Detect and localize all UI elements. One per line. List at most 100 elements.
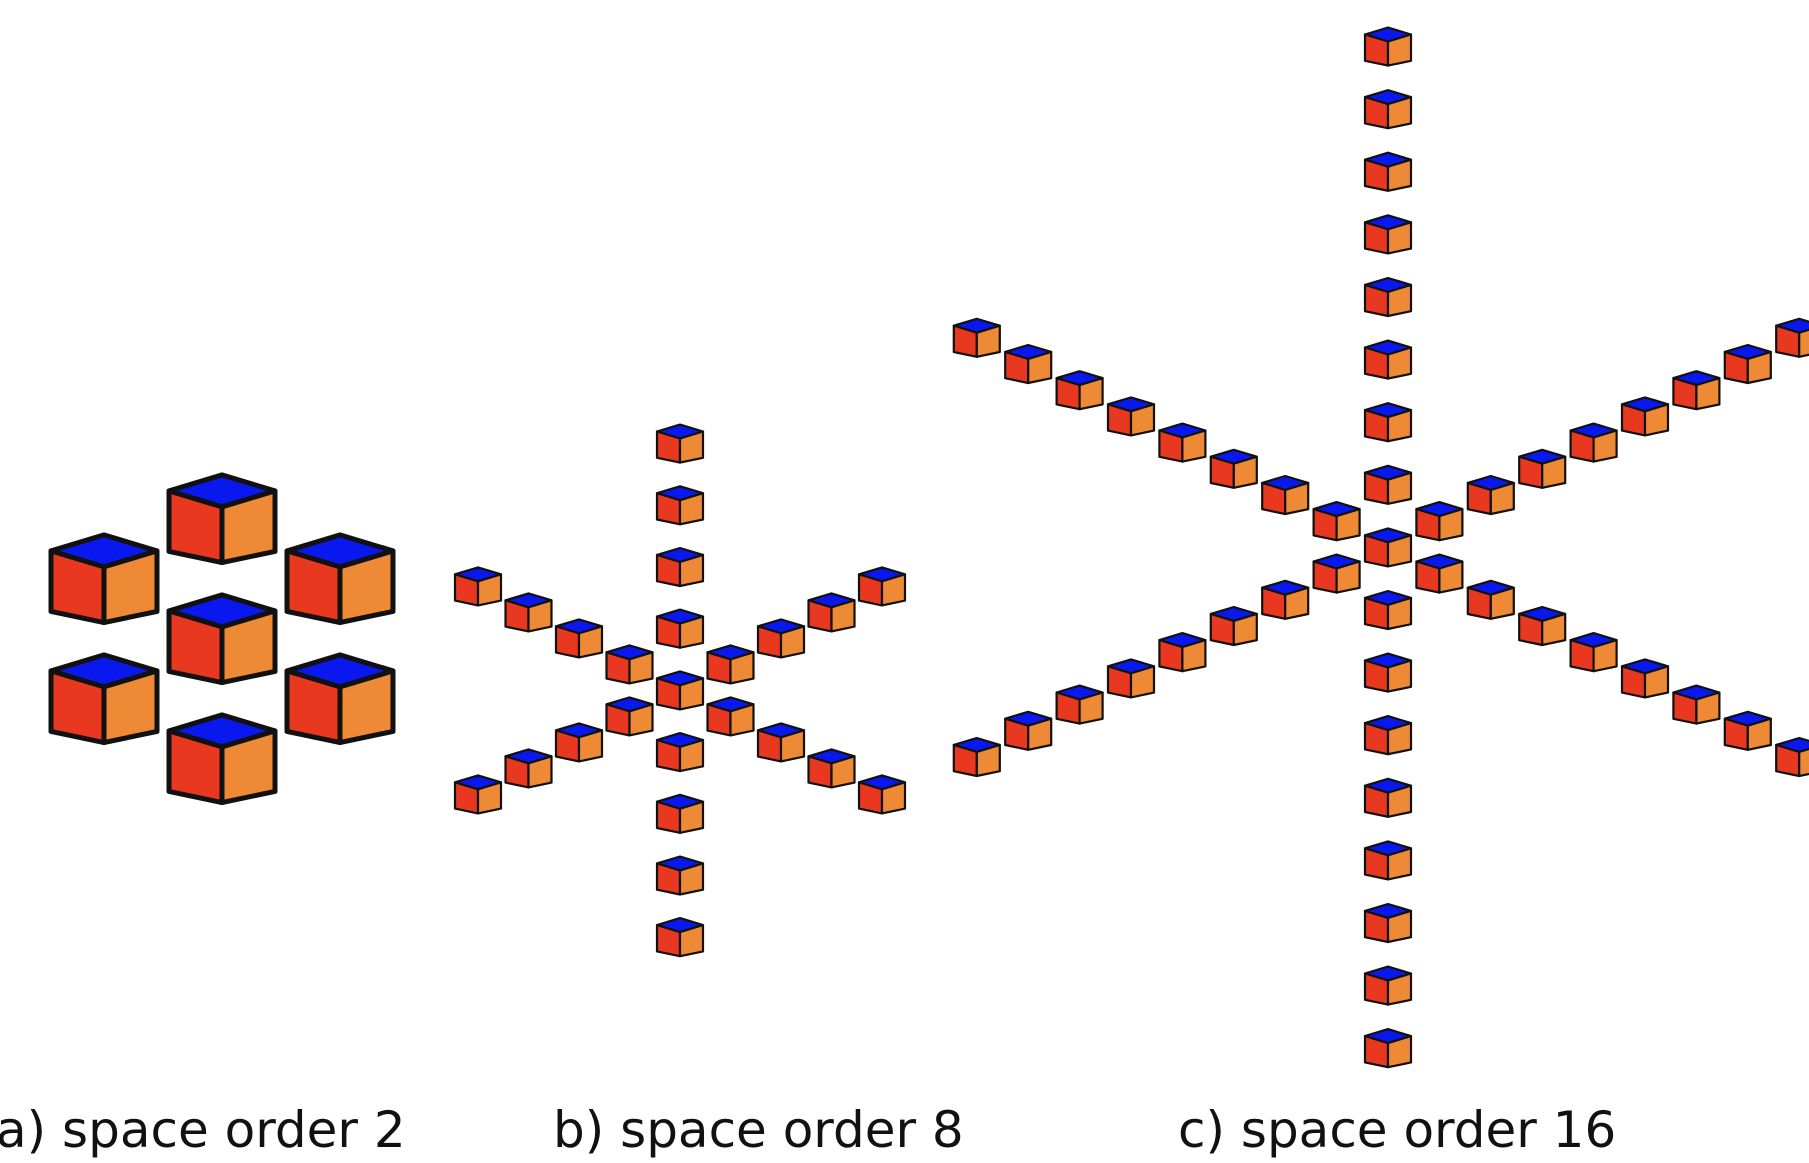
stencil-point-24	[1363, 527, 1413, 568]
stencil-point-1	[1363, 89, 1413, 130]
stencil-point-17	[1209, 448, 1258, 489]
cube-right-face	[729, 651, 755, 685]
cube-right-face	[1335, 508, 1361, 542]
stencil-point-29	[1363, 589, 1413, 631]
stencil-point-0	[166, 472, 278, 566]
cube-right-face	[1078, 377, 1104, 411]
cube-right-face	[219, 728, 278, 806]
stencil-point-2	[1363, 151, 1413, 192]
cube-right-face	[1027, 350, 1053, 385]
stencil-point-37	[1672, 684, 1721, 725]
stencil-point-6	[1775, 317, 1809, 358]
stencil-point-9	[1723, 343, 1772, 385]
cube-right-face	[1078, 691, 1104, 725]
stencil-point-5	[952, 317, 1001, 358]
stencil-point-32	[1569, 631, 1618, 673]
stencil-point-4	[857, 566, 907, 607]
stencil-point-47	[1363, 965, 1413, 1006]
stencil-point-27	[1466, 579, 1515, 620]
stencil-point-33	[1158, 631, 1207, 673]
cube-right-face	[1232, 455, 1258, 489]
cube-right-face	[1643, 403, 1670, 437]
caption-c: c) space order 16	[1178, 1101, 1617, 1159]
cube-right-face	[880, 573, 907, 607]
cube-right-face	[729, 703, 755, 737]
stencil-point-35	[1620, 658, 1670, 699]
stencil-point-12	[1106, 396, 1156, 437]
stencil-point-5	[504, 592, 553, 633]
stencil-point-15	[756, 722, 806, 763]
cube-right-face	[1386, 1034, 1413, 1069]
cube-right-face	[678, 430, 705, 464]
stencil-point-14	[605, 696, 654, 737]
cube-right-face	[779, 625, 806, 659]
cube-right-face	[880, 781, 907, 815]
cube-right-face	[1541, 612, 1567, 647]
stencil-point-3	[1363, 214, 1413, 255]
cube-right-face	[1438, 560, 1464, 594]
cube-right-face	[1335, 560, 1361, 594]
stencil-point-9	[756, 618, 806, 659]
cube-right-face	[975, 743, 1001, 778]
cube-right-face	[337, 668, 396, 746]
stencil-point-22	[1312, 501, 1361, 542]
stencil-point-30	[1518, 605, 1567, 647]
stencil-point-25	[1415, 553, 1464, 594]
stencil-point-13	[1620, 396, 1670, 437]
stencil-point-19	[504, 748, 553, 789]
stencil-point-3	[453, 566, 503, 607]
cube-right-face	[1181, 429, 1207, 463]
stencil-point-46	[1363, 902, 1413, 944]
stencil-point-12	[655, 670, 705, 711]
stencil-point-16	[554, 722, 604, 763]
stencil-point-43	[952, 736, 1001, 778]
stencil-point-0	[655, 423, 705, 464]
cube-right-face	[1746, 717, 1772, 751]
cube-right-face	[1386, 534, 1413, 568]
stencil-point-21	[453, 774, 503, 815]
stencil-point-23	[1415, 501, 1464, 542]
cube-right-face	[1643, 665, 1670, 699]
cube-right-face	[219, 608, 278, 686]
cube-right-face	[1386, 721, 1413, 756]
stencil-point-39	[1723, 710, 1772, 751]
stencil-point-15	[1158, 422, 1207, 463]
stencil-point-38	[1055, 684, 1104, 725]
stencil-point-19	[1363, 464, 1413, 505]
stencil-point-42	[1775, 736, 1809, 778]
stencil-point-11	[1672, 370, 1721, 411]
cube-right-face	[1746, 350, 1772, 385]
cube-right-face	[527, 755, 553, 789]
cube-right-face	[1592, 429, 1618, 463]
cube-right-face	[1489, 481, 1515, 516]
stencil-point-48	[1363, 1027, 1413, 1069]
stencil-point-22	[655, 793, 705, 834]
cube-right-face	[101, 668, 160, 746]
stencil-point-6	[807, 592, 856, 633]
stencil-point-31	[1209, 605, 1258, 647]
cube-right-face	[1541, 455, 1567, 489]
cube-right-face	[1489, 586, 1515, 620]
cube-right-face	[1386, 158, 1413, 192]
stencil-point-18	[1518, 448, 1567, 489]
stencil-point-23	[655, 855, 705, 896]
stencil-point-11	[706, 644, 755, 685]
stencil-point-34	[1363, 652, 1413, 693]
stencil-point-7	[1363, 339, 1413, 380]
cube-right-face	[678, 553, 705, 588]
cube-right-face	[628, 703, 654, 737]
cube-right-face	[1386, 471, 1413, 505]
cube-right-face	[1798, 747, 1809, 778]
stencil-point-6	[166, 712, 278, 806]
cube-right-face	[678, 615, 705, 649]
stencil-point-20	[857, 774, 907, 815]
stencil-point-2	[284, 532, 396, 626]
cube-right-face	[1129, 665, 1156, 699]
cube-right-face	[628, 651, 654, 685]
cube-right-face	[1386, 221, 1413, 255]
cube-right-face	[1695, 377, 1721, 411]
stencil-point-16	[1569, 422, 1618, 463]
cube-right-face	[1284, 586, 1310, 620]
stencil-point-18	[807, 748, 856, 789]
